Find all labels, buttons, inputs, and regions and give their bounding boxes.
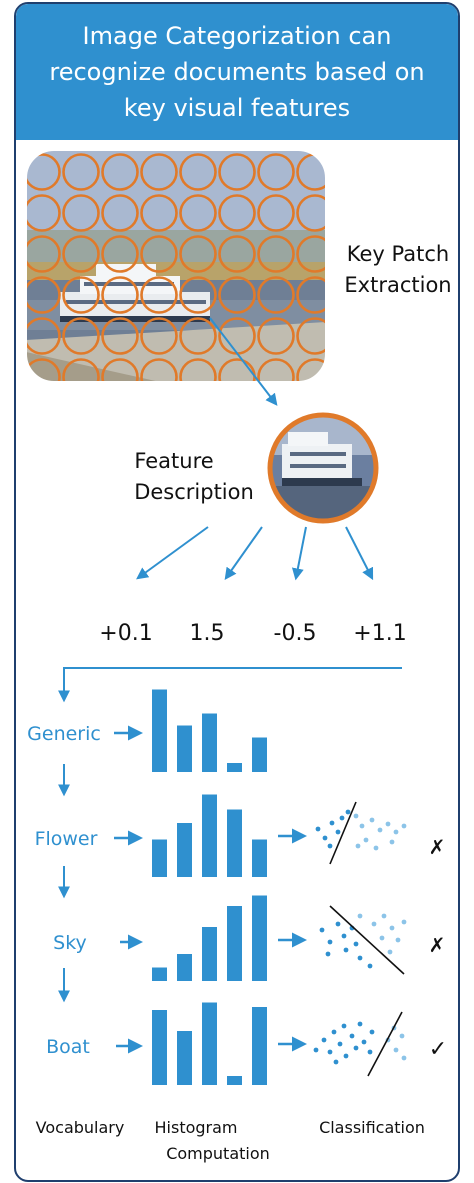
- key-patch-circle: [140, 276, 178, 314]
- key-patch-circle: [101, 317, 139, 355]
- sky-result-icon: ✗: [429, 933, 446, 957]
- key-patch-circle: [101, 235, 139, 273]
- classification-boat: [313, 1011, 407, 1077]
- feature-label: Feature: [134, 449, 213, 473]
- key-patch-circle: [101, 358, 139, 382]
- histogram-bar-boat: [152, 1010, 167, 1085]
- feature-value-1: +0.1: [99, 621, 152, 646]
- histogram-bar-boat: [202, 1002, 217, 1085]
- histogram-bar-sky: [202, 927, 217, 981]
- header-title-line3: key visual features: [123, 94, 351, 122]
- key-patch-circle: [26, 153, 61, 191]
- key-patch-circle: [179, 153, 217, 191]
- flow-connector: [58, 667, 402, 703]
- key-patch-circle: [101, 194, 139, 232]
- key-patch-circle: [26, 194, 61, 232]
- key-patch-circle: [140, 317, 178, 355]
- key-patch-circle: [296, 194, 326, 232]
- key-patch-circle: [218, 235, 256, 273]
- key-patch-circle: [62, 194, 100, 232]
- feature-value-3: -0.5: [274, 621, 317, 646]
- vocab-boat: Boat: [46, 1036, 90, 1058]
- flower-result-icon: ✗: [429, 835, 446, 859]
- key-patch-circle: [62, 235, 100, 273]
- feature-value-2: 1.5: [190, 621, 225, 646]
- extraction-label: Extraction: [344, 273, 451, 297]
- feature-value-4: +1.1: [353, 621, 406, 646]
- patch-arrow: [209, 317, 278, 406]
- histogram-bar-flower: [202, 794, 217, 877]
- key-patch-circle: [218, 276, 256, 314]
- classification-sky: [319, 905, 407, 975]
- key-patch-circle: [296, 235, 326, 273]
- histogram-bar-flower: [177, 823, 192, 877]
- key-patch-circle: [257, 194, 295, 232]
- classification-flower: [315, 801, 407, 865]
- column-classification: Classification: [319, 1118, 425, 1137]
- key-patch-circle: [179, 317, 217, 355]
- histogram-bar-boat: [177, 1031, 192, 1085]
- key-patch-circle: [140, 194, 178, 232]
- key-patch-circle: [26, 235, 61, 273]
- key-patch-circle: [179, 235, 217, 273]
- key-patch-circle: [257, 235, 295, 273]
- column-histogram-line1: Histogram: [155, 1118, 238, 1137]
- header-title-line1: Image Categorization can: [82, 22, 392, 50]
- key-patch-circle: [296, 358, 326, 382]
- column-vocabulary: Vocabulary: [36, 1118, 125, 1137]
- histogram-bar-sky: [177, 954, 192, 981]
- histogram-bar-flower: [252, 839, 267, 877]
- histogram-bar-sky: [227, 906, 242, 981]
- key-patch-circle: [101, 153, 139, 191]
- key-patch-circle: [140, 153, 178, 191]
- histogram-bar-boat: [227, 1076, 242, 1085]
- feature-arrows: [136, 526, 374, 581]
- header-banner: Image Categorization can recognize docum…: [16, 4, 458, 140]
- histogram-bar-generic: [252, 737, 267, 772]
- key-patch-circle: [218, 194, 256, 232]
- key-patch-circle: [62, 153, 100, 191]
- key-patch-circle: [179, 276, 217, 314]
- key-patch-circle: [179, 358, 217, 382]
- histograms: [152, 689, 267, 1085]
- key-patch-circle: [218, 153, 256, 191]
- key-patch-circle: [257, 276, 295, 314]
- key-patch-grid: [26, 153, 326, 382]
- header-title-line2: recognize documents based on: [49, 58, 425, 86]
- histogram-bar-generic: [202, 713, 217, 772]
- vocab-sky: Sky: [53, 932, 87, 954]
- histogram-bar-generic: [152, 689, 167, 772]
- key-patch-circle: [62, 317, 100, 355]
- key-patch-circle: [101, 276, 139, 314]
- key-patch-label: Key Patch: [347, 242, 449, 266]
- key-patch-circle: [140, 358, 178, 382]
- description-label: Description: [134, 480, 254, 504]
- histogram-bar-sky: [152, 967, 167, 981]
- key-patch-circle: [296, 317, 326, 355]
- hist-to-class-arrows: [278, 828, 307, 1052]
- histogram-bar-sky: [252, 895, 267, 981]
- histogram-bar-flower: [227, 809, 242, 877]
- key-patch-circle: [26, 276, 61, 314]
- vocab-generic: Generic: [27, 723, 101, 745]
- boat-result-icon: ✓: [429, 1037, 447, 1062]
- histogram-bar-generic: [227, 763, 242, 772]
- column-histogram-line2: Computation: [166, 1144, 270, 1163]
- vocab-to-hist-arrows: [114, 725, 143, 1054]
- key-patch-circle: [257, 153, 295, 191]
- key-patch-circle: [62, 276, 100, 314]
- key-patch-circle: [257, 317, 295, 355]
- key-patch-circle: [296, 276, 326, 314]
- key-patch-circle: [257, 358, 295, 382]
- key-patch-circle: [140, 235, 178, 273]
- key-patch-circle: [26, 317, 61, 355]
- key-patch-circle: [62, 358, 100, 382]
- vocab-flower: Flower: [35, 828, 98, 850]
- key-patch-circle: [26, 358, 61, 382]
- key-patch-circle: [179, 194, 217, 232]
- histogram-bar-generic: [177, 725, 192, 772]
- histogram-bar-flower: [152, 839, 167, 877]
- histogram-bar-boat: [252, 1007, 267, 1085]
